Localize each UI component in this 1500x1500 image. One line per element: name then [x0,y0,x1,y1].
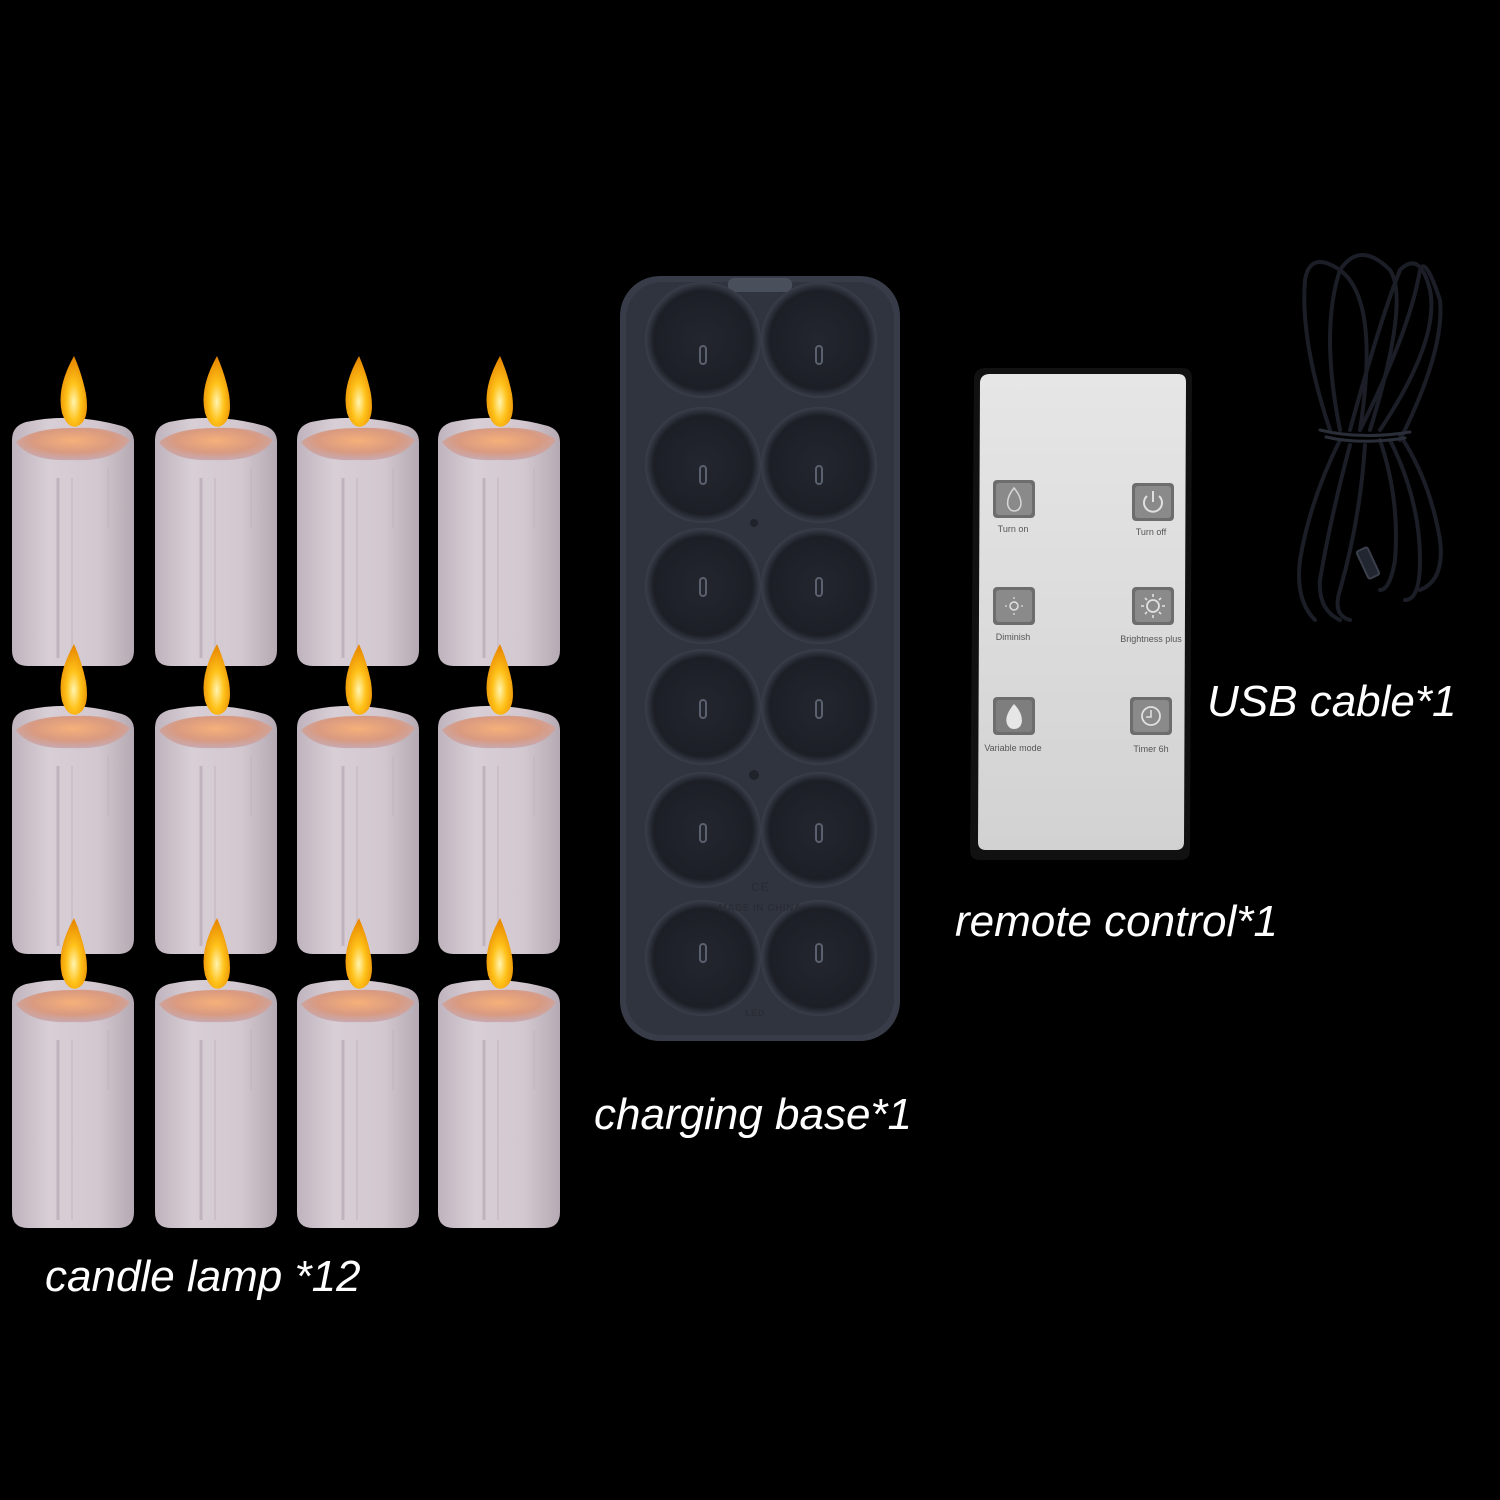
sun-small-icon [1009,601,1019,611]
remote-button-variable-mode [993,697,1035,735]
sun-large-icon [1146,599,1160,613]
remote-label-timer: Timer 6h [1133,744,1169,754]
candle-lamp [153,916,279,1230]
candle-lamp [10,354,136,668]
usb-cable [1297,253,1443,622]
remote-button-brightness-plus [1132,587,1174,625]
charging-base [620,276,900,1041]
clock-icon [1141,706,1161,726]
ce-mark: CE [751,880,769,894]
candle-lamp [295,642,421,956]
candle-lamp [10,916,136,1230]
candle-lamp [153,642,279,956]
led-marking: LED [745,1008,765,1018]
candle-lamp [436,354,562,668]
remote-button-diminish [993,587,1035,625]
candle-lamp [436,642,562,956]
candle-lamp [295,916,421,1230]
candle-grid [10,354,562,1230]
candle-lamp [153,354,279,668]
power-icon [1143,495,1163,513]
remote-button-timer [1130,697,1172,735]
candle-lamp [10,642,136,956]
remote-label-turn-on: Turn on [997,524,1029,534]
remote-control [970,368,1192,860]
remote-label-turn-off: Turn off [1135,527,1167,537]
candle-lamp [295,354,421,668]
usb-cable-caption: USB cable*1 [1207,677,1457,726]
remote-label-brightness-plus: Brightness plus [1120,634,1182,644]
remote-label-diminish: Diminish [995,632,1031,642]
flame-icon [1006,486,1022,512]
candle-lamp [436,916,562,1230]
remote-button-turn-off [1132,483,1174,521]
charging-base-caption: charging base*1 [594,1090,913,1139]
made-in-marking: MADE IN CHINA [718,903,802,914]
remote-label-variable-mode: Variable mode [984,743,1042,753]
candle-lamp-caption: candle lamp *12 [45,1252,361,1301]
remote-control-caption: remote control*1 [955,897,1278,946]
flame-icon [1006,704,1022,729]
remote-button-turn-on [993,480,1035,518]
